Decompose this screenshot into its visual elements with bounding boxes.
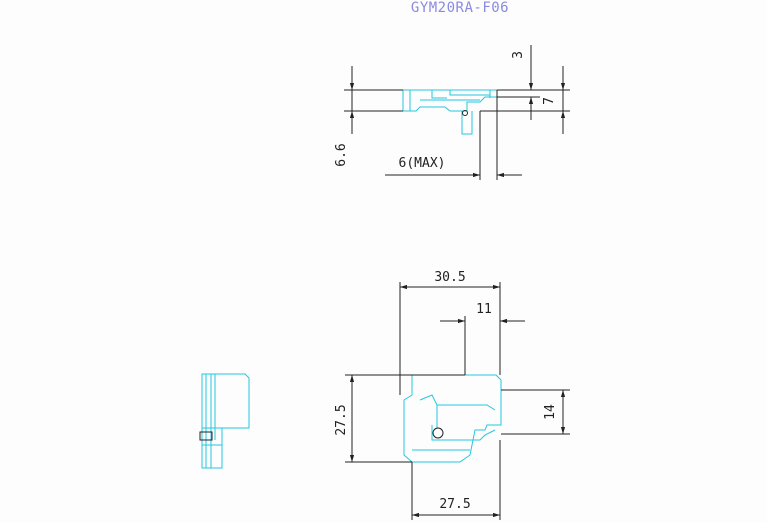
dim-bottom-width-label: 27.5	[439, 497, 470, 512]
dim-inner-height: 14	[501, 389, 570, 435]
side-view	[199, 373, 250, 469]
dim-body-height-label: 27.5	[334, 404, 349, 435]
dim-max-width: 6(MAX)	[385, 90, 522, 180]
dim-side-height: 6.6	[334, 66, 355, 167]
dim-tab-width: 11	[440, 302, 525, 375]
drawing-title: GYM20RA-F06	[411, 0, 509, 16]
front-view-part	[403, 374, 502, 463]
dim-overall-width: 30.5	[399, 270, 501, 395]
dim-max-width-label: 6(MAX)	[399, 156, 446, 171]
dim-inner-height-label: 14	[543, 404, 558, 420]
dim-top-height-label: 7	[542, 97, 557, 105]
dim-bottom-width: 27.5	[411, 440, 501, 520]
dim-body-height: 27.5	[334, 374, 465, 463]
dim-side-height-label: 6.6	[334, 143, 349, 166]
top-view-part	[402, 89, 498, 135]
front-view: 30.5 11 27.5 14 27.5	[334, 270, 570, 520]
top-view: 6.6 3 7 6(MAX)	[334, 45, 570, 180]
dim-top-gap-label: 3	[511, 51, 526, 59]
dim-overall-width-label: 30.5	[434, 270, 465, 285]
dim-tab-width-label: 11	[476, 302, 492, 317]
dim-top-height: 7	[542, 66, 566, 134]
dim-top-gap: 3	[511, 45, 534, 120]
